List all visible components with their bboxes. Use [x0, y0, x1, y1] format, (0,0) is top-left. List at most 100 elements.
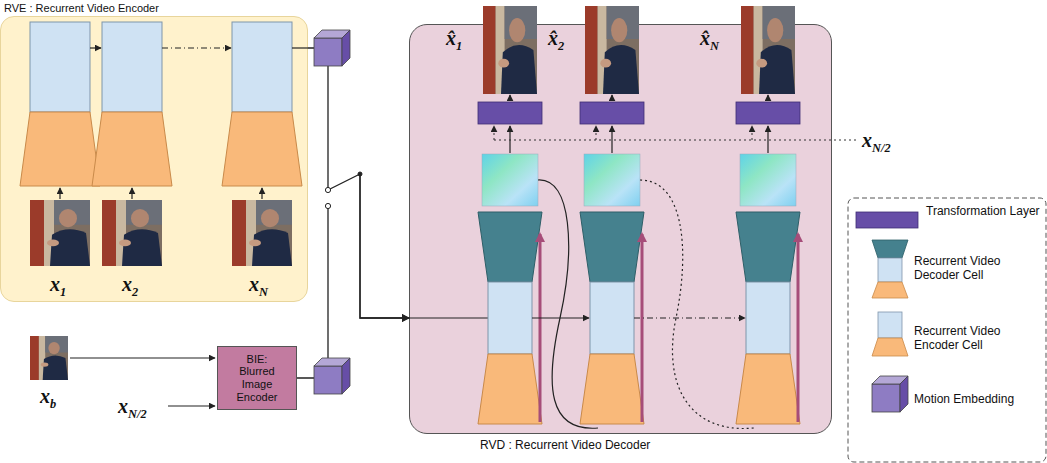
flow-arrow — [168, 405, 215, 406]
switch — [325, 172, 362, 209]
legend-icon — [872, 240, 908, 258]
symbol-letter: x — [50, 273, 60, 295]
panel-heading: RVE : Recurrent Video Encoder — [4, 2, 310, 15]
transformation-layer — [478, 102, 542, 124]
symbol-letter: x — [862, 129, 872, 151]
subscript: N — [259, 285, 268, 299]
output-frame — [483, 6, 795, 94]
flow-map — [482, 154, 796, 206]
decoder-cell — [580, 354, 644, 424]
math-symbol: xN/2 — [862, 128, 891, 160]
decoder-arrow — [611, 126, 612, 153]
flow-arrow — [131, 188, 132, 199]
subscript: N — [710, 39, 719, 53]
decoder-arrow — [767, 95, 768, 101]
subscript: 2 — [132, 285, 138, 299]
flow-map — [740, 154, 796, 206]
legend-label: Motion Embedding — [914, 392, 1014, 406]
input-frame — [30, 336, 68, 380]
skip-arrow — [641, 234, 644, 422]
legend-entry: Recurrent Video Decoder Cell — [914, 254, 1039, 282]
skip-arrow — [539, 234, 542, 422]
symbol-letter: x̂ — [700, 27, 710, 49]
legend-label: Transformation Layer — [926, 204, 1040, 218]
motion-embedding-cube — [342, 358, 350, 394]
decoder-arrow — [538, 180, 598, 428]
symbol-letter: x — [40, 385, 50, 407]
input-frame — [232, 200, 292, 266]
switch — [358, 172, 362, 176]
encoder-cell — [232, 22, 292, 112]
decoder-cell — [478, 354, 542, 424]
legend-icon — [878, 312, 902, 338]
output-frame — [483, 6, 537, 94]
skip-arrow — [540, 234, 798, 422]
flow-arrow — [90, 47, 101, 48]
symbol-letter: x̂ — [548, 27, 558, 49]
reference-frame-line — [494, 140, 856, 141]
legend-entry: Motion Embedding — [914, 392, 1039, 406]
symbol-letter: x — [118, 395, 128, 417]
encoder-cell — [102, 22, 162, 112]
encoder-cell — [92, 112, 172, 186]
encoder-box: BIE: Blurred Image Encoder — [217, 346, 297, 410]
switch — [325, 203, 330, 208]
legend-icon — [856, 212, 918, 412]
switch — [325, 187, 330, 192]
motion-embedding-cube — [314, 366, 342, 394]
flow-map — [584, 154, 640, 206]
flow-arrow — [60, 48, 488, 406]
flow-arrow — [162, 47, 231, 48]
decoder-arrow — [510, 95, 768, 429]
skip-arrow — [797, 234, 800, 422]
subscript: N/2 — [128, 407, 147, 421]
connector-arrow — [308, 48, 409, 318]
decoder-cell — [478, 212, 542, 282]
legend-icon — [872, 282, 908, 298]
motion-embedding-cube — [342, 30, 350, 66]
subscript: 2 — [558, 39, 564, 53]
flow-arrow — [261, 188, 262, 199]
motion-embedding-cube — [314, 38, 342, 66]
transformation-layer — [478, 102, 800, 124]
math-symbol: xb — [40, 384, 56, 416]
legend-box — [848, 198, 1046, 462]
output-frame — [585, 6, 639, 94]
math-symbol: x̂2 — [548, 26, 564, 58]
decoder-cell — [736, 212, 800, 282]
reference-frame-line — [494, 126, 495, 140]
encoder-cell — [222, 112, 302, 186]
subscript: b — [50, 397, 56, 411]
decoder-cell — [488, 282, 532, 354]
flow-arrow — [59, 188, 60, 199]
decoder-cell — [590, 282, 634, 354]
legend-label: Recurrent Video Encoder Cell — [914, 324, 1001, 352]
symbol-letter: x — [249, 273, 259, 295]
reference-frame-line — [752, 126, 753, 140]
box-label: BIE: Blurred Image Encoder — [228, 353, 286, 404]
legend-entry: Recurrent Video Encoder Cell — [914, 324, 1039, 352]
transformation-layer — [736, 102, 800, 124]
math-symbol: x̂1 — [446, 26, 462, 58]
transformation-layer — [580, 102, 644, 124]
math-symbol: xN/2 — [118, 394, 147, 426]
math-symbol: x̂N — [700, 26, 719, 58]
decoder-cell — [736, 354, 800, 424]
math-symbol: x1 — [50, 272, 66, 304]
reference-frame-line — [596, 126, 597, 140]
decoder-arrow — [509, 95, 510, 101]
math-symbol: x2 — [122, 272, 138, 304]
decoder-cell — [580, 212, 644, 282]
flow-arrow — [70, 357, 215, 358]
subscript: N/2 — [872, 141, 891, 155]
legend-icon — [872, 338, 908, 356]
flow-arrow — [409, 317, 488, 318]
legend-label: Recurrent Video Decoder Cell — [914, 254, 1001, 282]
panel-heading: RVD : Recurrent Video Decoder — [480, 438, 901, 452]
reference-frame-line — [494, 126, 856, 140]
legend-icon — [872, 384, 900, 412]
encoder-cell — [20, 112, 100, 186]
output-frame — [741, 6, 795, 94]
